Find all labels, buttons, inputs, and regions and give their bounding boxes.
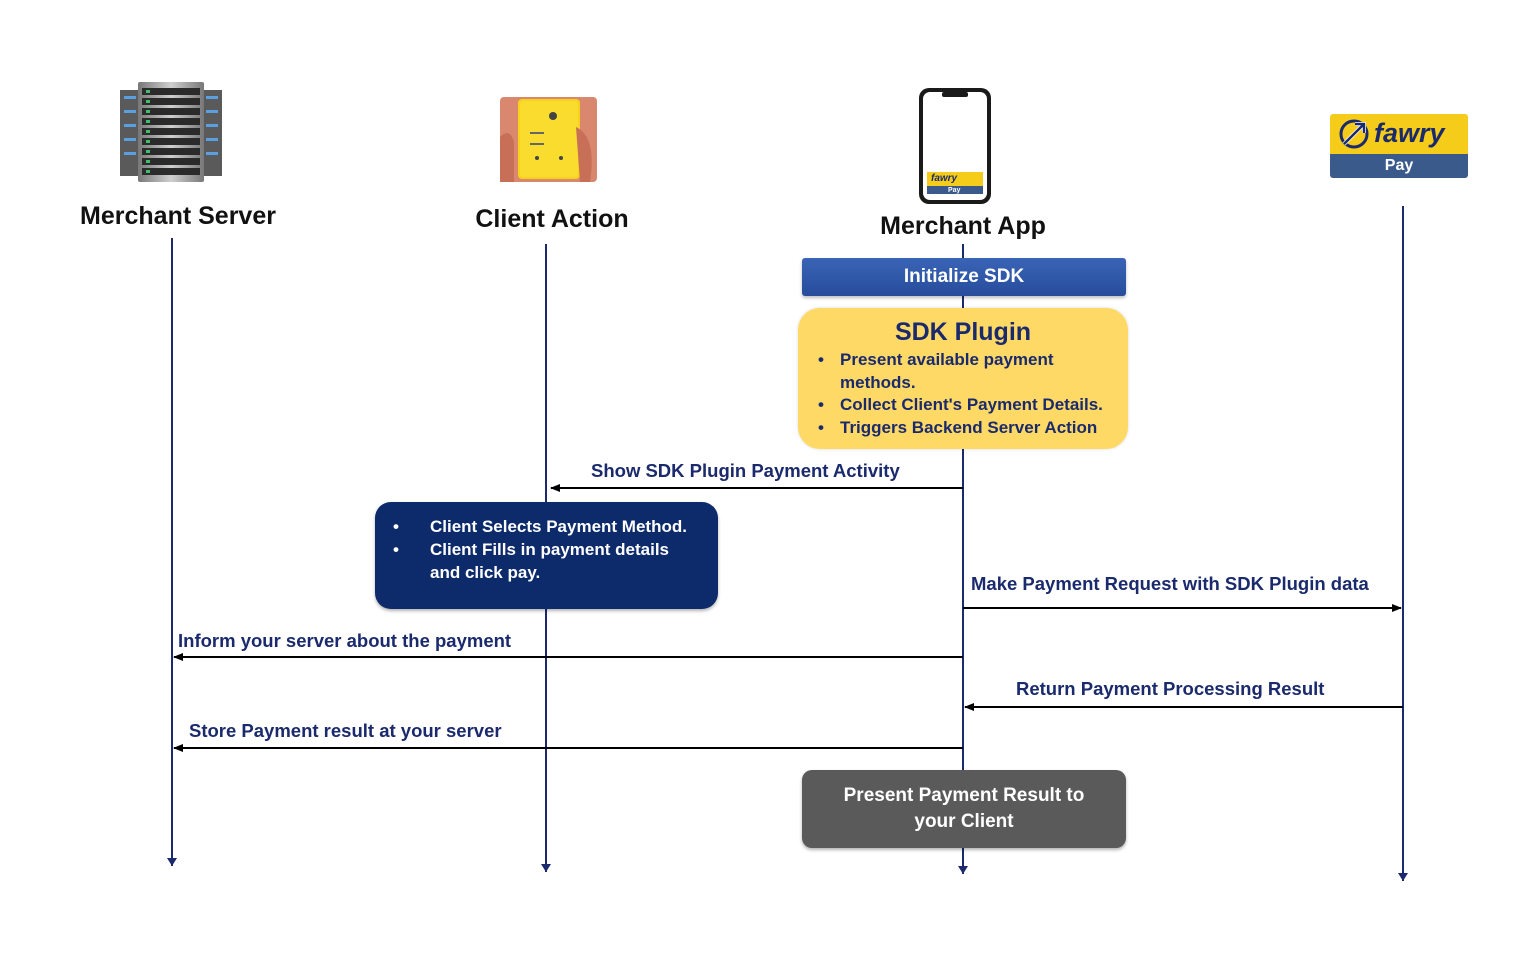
actor-merchant-server: Merchant Server: [80, 202, 276, 230]
msg-inform-server: Inform your server about the payment: [178, 630, 512, 651]
sdk-plugin-item: Triggers Backend Server Action: [818, 417, 1110, 440]
phone-fawry-sub: Pay: [948, 187, 961, 194]
actor-client-action: Client Action: [475, 205, 629, 233]
server-icon: [120, 82, 222, 182]
fawry-pay-text: Pay: [1384, 157, 1414, 174]
client-action-box: Client Selects Payment Method. Client Fi…: [375, 502, 718, 609]
msg-show-activity: Show SDK Plugin Payment Activity: [591, 460, 900, 481]
initialize-sdk-box: Initialize SDK: [802, 258, 1126, 296]
msg-make-request: Make Payment Request with SDK Plugin dat…: [971, 573, 1369, 594]
sdk-plugin-item: Present available payment methods.: [818, 349, 1110, 394]
msg-return-result: Return Payment Processing Result: [1016, 678, 1325, 699]
client-action-item: Client Fills in payment details and clic…: [393, 538, 700, 584]
fawry-arrow-icon: [1339, 119, 1369, 149]
fawry-pay-logo: fawry Pay: [1330, 114, 1468, 178]
phone-fawry-brand: fawry: [931, 173, 958, 184]
fawry-brand-text: fawry: [1374, 118, 1445, 148]
hand-phone-icon: [500, 97, 597, 182]
sdk-plugin-list: Present available payment methods. Colle…: [818, 349, 1110, 439]
present-result-box: Present Payment Result to your Client: [802, 770, 1126, 848]
sdk-plugin-box: SDK Plugin Present available payment met…: [798, 308, 1128, 449]
smartphone-icon: [919, 88, 991, 204]
msg-store-result: Store Payment result at your server: [189, 720, 502, 741]
sdk-plugin-item: Collect Client's Payment Details.: [818, 394, 1110, 417]
sdk-plugin-title: SDK Plugin: [894, 318, 1032, 346]
present-result-text: Present Payment Result to your Client: [843, 785, 1085, 832]
client-action-list: Client Selects Payment Method. Client Fi…: [393, 515, 700, 584]
client-action-item: Client Selects Payment Method.: [393, 515, 700, 538]
actor-merchant-app: Merchant App: [880, 212, 1046, 240]
